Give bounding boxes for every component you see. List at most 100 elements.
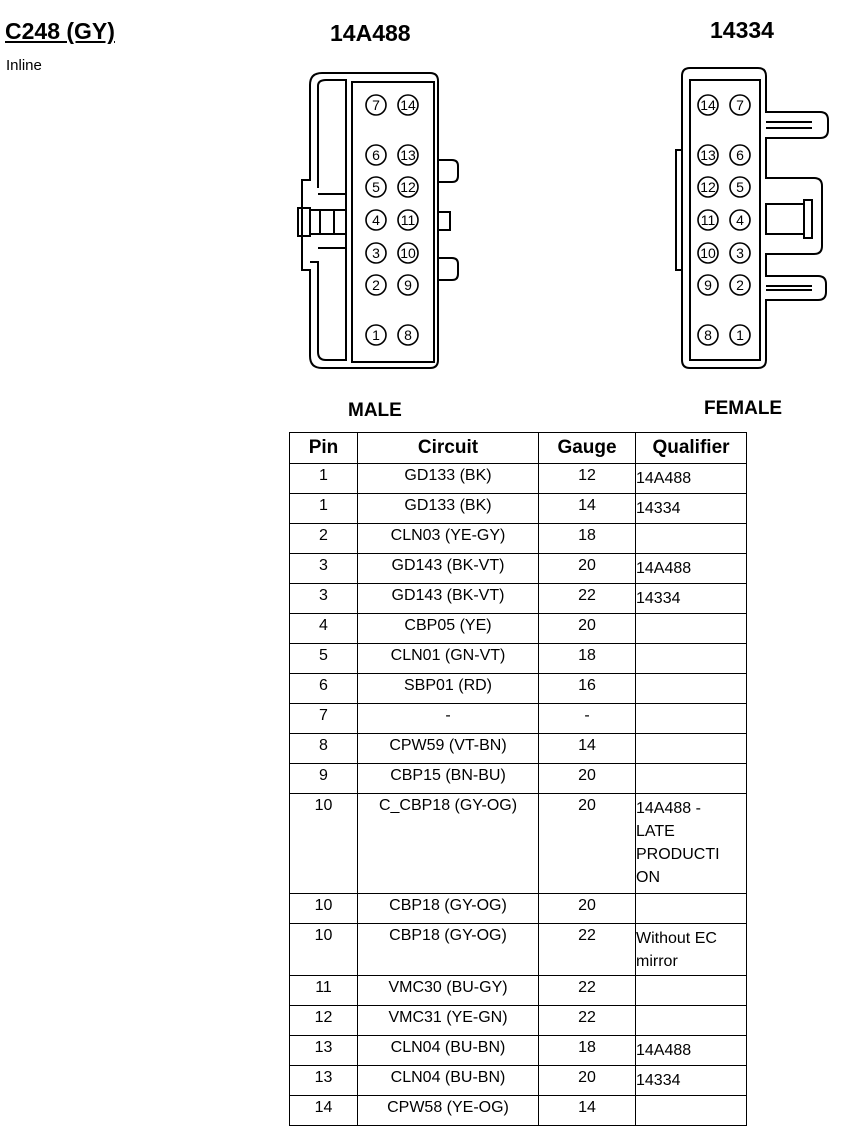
cell-circuit: CBP18 (GY-OG) — [357, 893, 539, 924]
table-row: 7-- — [289, 703, 747, 734]
male-pin-circle — [397, 209, 419, 231]
female-pin-label: 2 — [736, 277, 744, 293]
female-pin-circle — [729, 144, 751, 166]
male-pin-label: 4 — [372, 212, 380, 228]
male-pin-circle — [397, 274, 419, 296]
cell-gauge: 18 — [538, 523, 636, 554]
cell-qualifier: Without EC mirror — [635, 923, 747, 976]
cell-gauge: 22 — [538, 1005, 636, 1036]
cell-circuit: CBP15 (BN-BU) — [357, 763, 539, 794]
female-pin-label: 13 — [700, 147, 716, 163]
cell-gauge: 16 — [538, 673, 636, 704]
cell-circuit: GD133 (BK) — [357, 493, 539, 524]
cell-gauge: 20 — [538, 553, 636, 584]
female-pin-label: 14 — [700, 97, 716, 113]
cell-pin: 10 — [289, 793, 358, 894]
cell-qualifier: 14334 — [635, 1065, 747, 1096]
female-pin-label: 7 — [736, 97, 744, 113]
female-pin-label: 8 — [704, 327, 712, 343]
male-pin-label: 10 — [400, 245, 416, 261]
female-pin-label: 11 — [701, 212, 716, 228]
cell-pin: 3 — [289, 583, 358, 614]
female-connector-body — [675, 67, 829, 369]
cell-qualifier — [635, 733, 747, 764]
female-pin-circle — [697, 144, 719, 166]
male-pin-circle — [365, 144, 387, 166]
male-pin-circle — [365, 94, 387, 116]
cell-circuit: GD133 (BK) — [357, 463, 539, 494]
cell-qualifier — [635, 523, 747, 554]
female-pin-label: 5 — [736, 179, 744, 195]
header-pin: Pin — [289, 432, 358, 464]
cell-circuit: CPW58 (YE-OG) — [357, 1095, 539, 1126]
female-pin-circle — [729, 274, 751, 296]
male-pin-label: 8 — [404, 327, 412, 343]
female-pin-circle — [697, 176, 719, 198]
header-circuit: Circuit — [357, 432, 539, 464]
male-pin-circle — [397, 324, 419, 346]
cell-gauge: 20 — [538, 613, 636, 644]
male-pin-circle — [397, 242, 419, 264]
cell-qualifier — [635, 1095, 747, 1126]
connector-subtitle: Inline — [6, 57, 42, 74]
cell-gauge: 22 — [538, 975, 636, 1006]
cell-gauge: 14 — [538, 493, 636, 524]
cell-pin: 13 — [289, 1065, 358, 1096]
cell-qualifier: 14A488 - LATE PRODUCTI ON — [635, 793, 747, 894]
male-pin-circle — [397, 94, 419, 116]
male-part-number: 14A488 — [330, 20, 411, 46]
cell-pin: 8 — [289, 733, 358, 764]
cell-gauge: - — [538, 703, 636, 734]
male-pin-label: 3 — [372, 245, 380, 261]
female-pin-circle — [697, 242, 719, 264]
table-header-row: Pin Circuit Gauge Qualifier — [289, 432, 747, 464]
connector-title: C248 (GY) — [5, 18, 115, 44]
cell-gauge: 20 — [538, 1065, 636, 1096]
female-part-number: 14334 — [710, 17, 774, 43]
female-pin-circle — [729, 324, 751, 346]
cell-pin: 6 — [289, 673, 358, 704]
cell-pin: 1 — [289, 493, 358, 524]
cell-qualifier — [635, 893, 747, 924]
cell-gauge: 12 — [538, 463, 636, 494]
female-pin-circle — [729, 242, 751, 264]
cell-gauge: 20 — [538, 763, 636, 794]
cell-pin: 4 — [289, 613, 358, 644]
cell-pin: 9 — [289, 763, 358, 794]
cell-gauge: 14 — [538, 1095, 636, 1126]
cell-pin: 11 — [289, 975, 358, 1006]
female-pin-label: 4 — [736, 212, 744, 228]
cell-pin: 7 — [289, 703, 358, 734]
cell-gauge: 20 — [538, 893, 636, 924]
male-pin-circle — [365, 176, 387, 198]
male-pin-label: 1 — [372, 327, 380, 343]
cell-circuit: CBP18 (GY-OG) — [357, 923, 539, 976]
cell-qualifier: 14A488 — [635, 463, 747, 494]
male-pin-label: 14 — [400, 97, 416, 113]
cell-qualifier — [635, 643, 747, 674]
male-pin-label: 7 — [372, 97, 380, 113]
cell-gauge: 20 — [538, 793, 636, 894]
female-pin-circle — [697, 324, 719, 346]
cell-qualifier: 14334 — [635, 493, 747, 524]
female-label: FEMALE — [704, 398, 783, 419]
cell-qualifier — [635, 673, 747, 704]
female-pin-circle — [729, 176, 751, 198]
cell-circuit: CLN03 (YE-GY) — [357, 523, 539, 554]
male-pin-label: 12 — [400, 179, 416, 195]
cell-gauge: 22 — [538, 583, 636, 614]
